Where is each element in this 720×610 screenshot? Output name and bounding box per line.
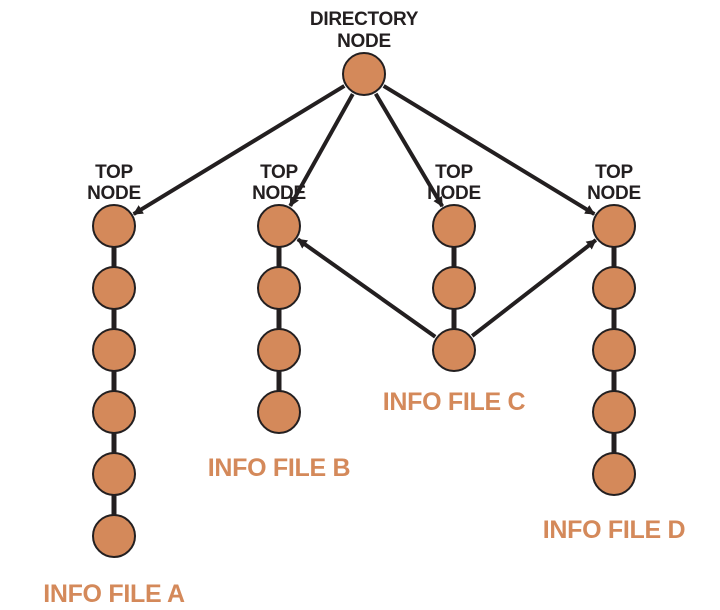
directory-node bbox=[342, 52, 386, 96]
info-node-a-2 bbox=[92, 266, 136, 310]
info-node-a-6 bbox=[92, 514, 136, 558]
info-file-b-label: INFO FILE B bbox=[208, 454, 351, 482]
info-file-chains bbox=[111, 226, 617, 536]
top-node-b-label-line1: TOP bbox=[260, 162, 298, 183]
top-node-a-label-line2: NODE bbox=[87, 183, 141, 204]
info-node-a-5 bbox=[92, 452, 136, 496]
top-node-d-label-line1: TOP bbox=[595, 162, 633, 183]
top-node-heading-a: TOP NODE bbox=[87, 162, 141, 204]
arrow-directory-to-top-b bbox=[288, 93, 355, 207]
info-node-d-5 bbox=[592, 452, 636, 496]
info-node-d-2 bbox=[592, 266, 636, 310]
info-node-d-4 bbox=[592, 390, 636, 434]
top-node-heading-b: TOP NODE bbox=[252, 162, 306, 204]
top-node-b bbox=[257, 204, 301, 248]
arrow-info-c-last-to-top-b bbox=[296, 237, 437, 339]
top-node-a bbox=[92, 204, 136, 248]
info-node-a-3 bbox=[92, 328, 136, 372]
info-node-c-2 bbox=[432, 266, 476, 310]
arrow-directory-to-top-d bbox=[382, 84, 596, 216]
info-node-b-2 bbox=[257, 266, 301, 310]
info-node-b-4 bbox=[257, 390, 301, 434]
arrow-directory-to-top-c bbox=[373, 92, 445, 208]
info-file-d-label: INFO FILE D bbox=[543, 516, 686, 544]
directory-node-label-line2: NODE bbox=[337, 31, 391, 52]
tree-nodes bbox=[92, 52, 636, 558]
arrow-info-c-last-to-top-d bbox=[470, 238, 598, 338]
info-file-c-label: INFO FILE C bbox=[383, 388, 526, 416]
top-node-a-label-line1: TOP bbox=[95, 162, 133, 183]
top-node-heading-d: TOP NODE bbox=[587, 162, 641, 204]
arrow-directory-to-top-a bbox=[132, 84, 346, 216]
info-file-a-label: INFO FILE A bbox=[43, 580, 185, 608]
info-node-b-3 bbox=[257, 328, 301, 372]
info-node-d-3 bbox=[592, 328, 636, 372]
pointer-arrows bbox=[132, 84, 598, 339]
info-node-c-3 bbox=[432, 328, 476, 372]
top-node-d-label-line2: NODE bbox=[587, 183, 641, 204]
top-node-d bbox=[592, 204, 636, 248]
info-node-a-4 bbox=[92, 390, 136, 434]
top-node-c-label-line1: TOP bbox=[435, 162, 473, 183]
directory-node-label-line1: DIRECTORY bbox=[310, 9, 419, 30]
top-node-c bbox=[432, 204, 476, 248]
